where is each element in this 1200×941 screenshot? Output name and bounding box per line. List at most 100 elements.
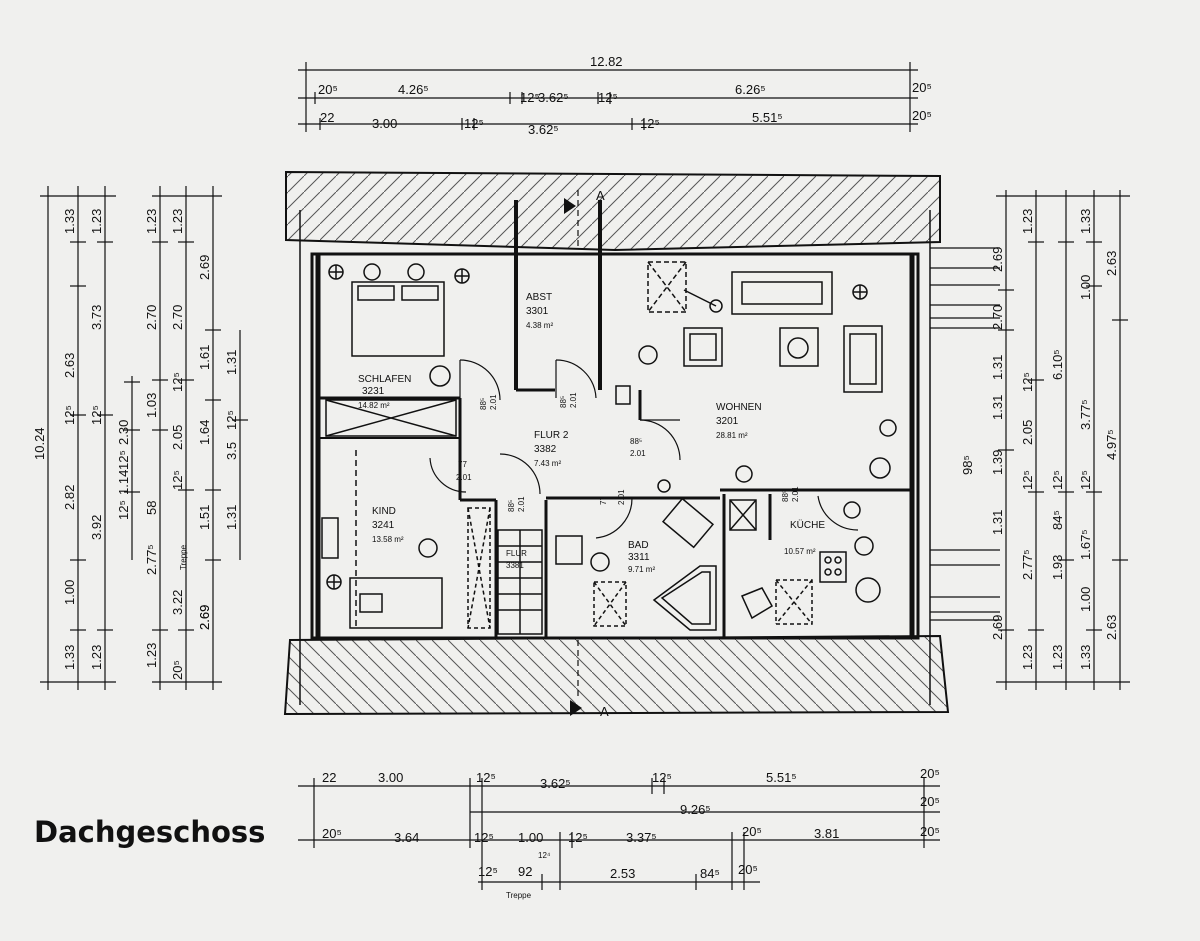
dim-label: 20⁵ [318,82,338,97]
dim-label: 2.53 [610,866,635,881]
pantry-icon [775,579,813,625]
door-width-label: 77 [458,460,467,469]
door-width-label: 88⁵ [507,500,516,512]
door-height-label: 2.01 [489,394,498,410]
dim-label: 84⁵ [1050,510,1065,530]
dim-label: 2.70 [990,305,1005,330]
dim-label: 92 [518,864,532,879]
dim-label: 2.69 [197,605,212,630]
room-area-kind: 13.58 m² [372,535,404,544]
room-area-bad: 9.71 m² [628,565,655,574]
dim-label: 3.62⁵ [538,90,569,105]
dim-label: 2.63 [62,353,77,378]
door-height-label: 2.01 [569,392,578,408]
lamp-icon [590,552,610,572]
stove-icon [819,551,847,583]
room-area-flur2: 7.43 m² [534,459,561,468]
room-name-kind: KIND [372,506,396,517]
dim-label: 12⁵ [520,90,540,105]
door-width-label: 77 [599,496,608,505]
roof-eaves [283,170,950,716]
room-number-flur2: 3382 [534,444,557,455]
double-bed-icon [351,281,445,357]
dim-label: 2.69 [197,605,212,630]
bathtub-icon [652,565,717,631]
door-height-label: 2.01 [456,473,472,482]
right-dimensions [930,190,1130,690]
plant-icon [869,457,891,479]
dim-label: 3.92 [89,515,104,540]
dim-label: 1.23 [144,209,159,234]
section-label-top: A [596,188,605,203]
section-markers: A A [564,188,609,719]
dim-label: 1.33 [62,645,77,670]
dim-label: 3.81 [814,826,839,841]
dim-top-total: 12.82 [590,54,623,69]
door-width-label: 88⁵ [559,396,568,408]
dim-label: 1.00 [62,580,77,605]
dim-label: 1.93 [1050,555,1065,580]
door-labels: 88⁵ 2.01 88⁵ 2.01 88⁵ 2.01 77 2.01 88⁵ 2… [456,392,800,512]
stair-label-bottom: Treppe [506,891,532,900]
left-dimensions [40,186,248,690]
dim-label: 1.31 [224,505,239,530]
bottom-dimensions [298,778,940,890]
dim-label: 1.23 [170,209,185,234]
dim-label: 1.14 [116,470,131,495]
cabinet-icon [729,499,757,531]
dim-label: 1.03 [144,393,159,418]
dim-label: 20⁵ [738,862,758,877]
room-number-wohnen: 3201 [716,416,739,427]
dim-label: 1.64 [197,420,212,445]
lamp-icon [638,345,658,365]
dim-label: 12⁵ [598,90,618,105]
dim-label: 2.70 [170,305,185,330]
dim-label: 1.31 [224,350,239,375]
left-dimension-labels: 10.24 1.33 2.63 12⁵ 2.82 1.00 1.33 1.23 … [32,209,239,680]
dim-label: 12⁵ [1078,470,1093,490]
dim-label: 3.62⁵ [528,122,559,137]
dim-label: 1.23 [89,645,104,670]
dining-chair-icon [854,536,874,556]
dim-label: 12⁵ [464,116,484,131]
sofa-icon [731,271,833,315]
dim-label: 1.67⁵ [1078,529,1093,560]
dim-label: 4.26⁵ [398,82,429,97]
dim-label: 3.00 [372,116,397,131]
plant-icon [363,263,381,281]
sink-icon [740,587,774,620]
room-name-flur: FLUR [506,549,527,558]
dim-label: 1.31 [990,510,1005,535]
dim-label: 3.77⁵ [1078,399,1093,430]
lamp-icon [709,299,723,313]
toilet-icon [661,497,715,549]
dim-label: 3.73 [89,305,104,330]
dim-label: 1.00 [518,830,543,845]
dim-label: 20⁵ [912,80,932,95]
dim-label: 12⁵ [116,500,131,520]
dim-label: 6.10⁵ [1050,349,1065,380]
room-number-schlafen: 3231 [362,386,385,397]
top-dimensions [298,62,918,132]
storage-icon [467,507,491,629]
door-width-label: 88⁵ [781,490,790,502]
dim-label: 12⁵ [116,450,131,470]
section-arrow-icon [564,198,576,214]
dining-table-icon [855,577,881,603]
dim-label: 20⁵ [322,826,342,841]
room-area-schlafen: 14.82 m² [358,401,390,410]
dim-label: 2.69 [197,255,212,280]
dim-label: 2.05 [1020,420,1035,445]
plant-icon [735,465,753,483]
dim-label: 2.69 [990,615,1005,640]
dim-label: 3.62⁵ [540,776,571,791]
room-name-flur2: FLUR 2 [534,430,569,441]
stair-label-left: Treppe [179,544,188,570]
dim-label: 12⁵ [568,830,588,845]
dim-label: 2.69 [990,247,1005,272]
top-dimension-labels: 12.82 20⁵ 4.26⁵ 12⁵ 3.62⁵ 12⁵ 6.26⁵ 20⁵ … [318,54,932,137]
room-circle-icon [429,365,451,387]
dim-label: 2.70 [144,305,159,330]
dim-label: 12⁵ [224,410,239,430]
dim-label: 12⁵ [1020,470,1035,490]
